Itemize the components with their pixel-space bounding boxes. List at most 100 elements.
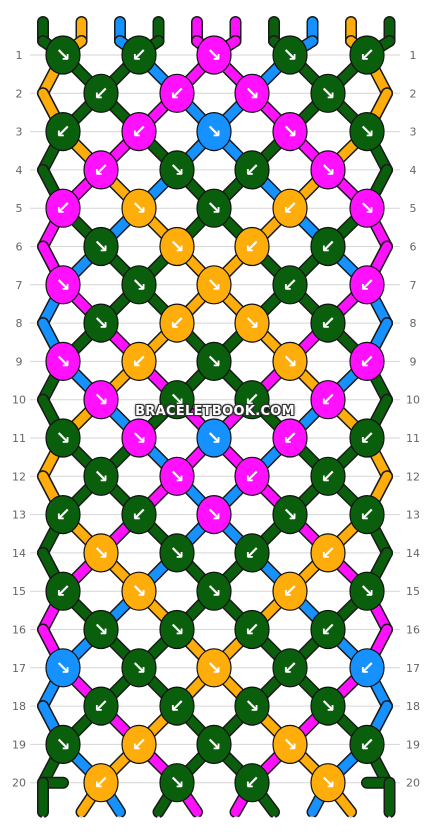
knot[interactable]: ↘ (83, 609, 119, 650)
knot[interactable]: ↙ (272, 418, 308, 458)
knot[interactable]: ↘ (349, 112, 385, 152)
knot[interactable]: ↘ (159, 533, 195, 573)
knot[interactable]: ↘ (310, 686, 346, 726)
knot[interactable]: ↙ (45, 112, 81, 152)
knot[interactable]: ↙ (159, 73, 195, 113)
knot[interactable]: ↘ (234, 686, 270, 726)
knot[interactable]: ↙ (83, 763, 119, 803)
knot[interactable]: ↘ (121, 648, 157, 688)
knot[interactable]: ↘ (159, 609, 195, 650)
knot[interactable]: ↘ (196, 571, 232, 611)
knot[interactable]: ↙ (272, 265, 308, 305)
knot[interactable]: ↙ (310, 226, 346, 267)
knot[interactable]: ↘ (310, 73, 346, 113)
knot[interactable]: ↘ (45, 35, 81, 75)
knot[interactable]: ↘ (196, 112, 232, 152)
knot[interactable]: ↙ (121, 724, 157, 765)
knot[interactable]: ↘ (196, 188, 232, 228)
knot[interactable]: ↘ (196, 35, 232, 75)
knot[interactable]: ↙ (121, 341, 157, 381)
knot[interactable]: ↘ (121, 265, 157, 305)
knot[interactable]: ↙ (234, 609, 270, 650)
knot[interactable]: ↘ (45, 724, 81, 765)
knot[interactable]: ↘ (272, 35, 308, 75)
knot[interactable]: ↘ (196, 648, 232, 688)
knot[interactable]: ↘ (159, 226, 195, 267)
knot[interactable]: ↙ (310, 609, 346, 650)
knot[interactable]: ↘ (159, 763, 195, 803)
knot[interactable]: ↘ (83, 380, 119, 420)
knot[interactable]: ↘ (83, 533, 119, 573)
knot[interactable]: ↘ (272, 724, 308, 765)
string-label-bottom: B (348, 816, 355, 826)
knot[interactable]: ↘ (310, 763, 346, 803)
knot[interactable]: ↙ (45, 188, 81, 228)
knot[interactable]: ↙ (272, 571, 308, 611)
knot[interactable]: ↘ (121, 188, 157, 228)
knot[interactable]: ↘ (196, 494, 232, 535)
knot[interactable]: ↘ (234, 303, 270, 343)
knot[interactable]: ↘ (272, 112, 308, 152)
knot[interactable]: ↙ (310, 533, 346, 573)
knot[interactable]: ↘ (83, 456, 119, 496)
knot[interactable]: ↙ (159, 686, 195, 726)
knot[interactable]: ↘ (159, 150, 195, 190)
knot[interactable]: ↙ (234, 380, 270, 420)
knot[interactable]: ↙ (121, 112, 157, 152)
knot[interactable]: ↘ (196, 341, 232, 381)
row-label-right: 8 (410, 317, 417, 330)
knot[interactable]: ↙ (234, 763, 270, 803)
knot[interactable]: ↙ (234, 456, 270, 496)
knot[interactable]: ↘ (349, 571, 385, 611)
knot[interactable]: ↙ (121, 35, 157, 75)
knot[interactable]: ↙ (83, 686, 119, 726)
knot[interactable]: ↙ (45, 494, 81, 535)
knot[interactable]: ↙ (45, 571, 81, 611)
knot[interactable]: ↘ (83, 303, 119, 343)
knot[interactable]: ↙ (234, 150, 270, 190)
knot[interactable]: ↘ (83, 226, 119, 267)
knot[interactable]: ↘ (45, 648, 81, 688)
knot[interactable]: ↘ (121, 571, 157, 611)
knot[interactable]: ↙ (349, 724, 385, 765)
knot[interactable]: ↙ (159, 303, 195, 343)
knot[interactable]: ↘ (159, 456, 195, 496)
knot[interactable]: ↘ (45, 418, 81, 458)
knot[interactable]: ↙ (83, 150, 119, 190)
knot[interactable]: ↙ (349, 648, 385, 688)
knot[interactable]: ↘ (121, 418, 157, 458)
knot[interactable]: ↘ (196, 418, 232, 458)
knot[interactable]: ↘ (196, 265, 232, 305)
knot[interactable]: ↙ (121, 494, 157, 535)
knot[interactable]: ↙ (349, 265, 385, 305)
knot[interactable]: ↘ (272, 494, 308, 535)
knot[interactable]: ↘ (159, 380, 195, 420)
row-label-left: 7 (16, 279, 23, 292)
knot-arrow-icon: ↘ (131, 198, 146, 219)
knot[interactable]: ↘ (234, 73, 270, 113)
knot[interactable]: ↙ (349, 35, 385, 75)
knot[interactable]: ↙ (349, 341, 385, 381)
knot[interactable]: ↙ (272, 188, 308, 228)
knot[interactable]: ↙ (310, 303, 346, 343)
knot[interactable]: ↘ (349, 188, 385, 228)
knot[interactable]: ↙ (83, 73, 119, 113)
string-label-bottom: A (155, 816, 162, 826)
knot[interactable]: ↙ (234, 533, 270, 573)
knot[interactable]: ↙ (234, 226, 270, 267)
knot[interactable]: ↙ (310, 456, 346, 496)
knot[interactable]: ↙ (349, 494, 385, 535)
knot-arrow-icon: ↘ (169, 160, 184, 181)
knot-arrow-icon: ↙ (55, 198, 70, 219)
knot[interactable]: ↘ (45, 265, 81, 305)
row-label-left: 19 (12, 738, 26, 751)
knot[interactable]: ↘ (310, 150, 346, 190)
knot[interactable]: ↘ (272, 341, 308, 381)
knot[interactable]: ↙ (310, 380, 346, 420)
knot-arrow-icon: ↘ (244, 313, 259, 334)
knot[interactable]: ↘ (196, 724, 232, 765)
knot[interactable]: ↘ (45, 341, 81, 381)
knot[interactable]: ↙ (349, 418, 385, 458)
knot[interactable]: ↙ (272, 648, 308, 688)
